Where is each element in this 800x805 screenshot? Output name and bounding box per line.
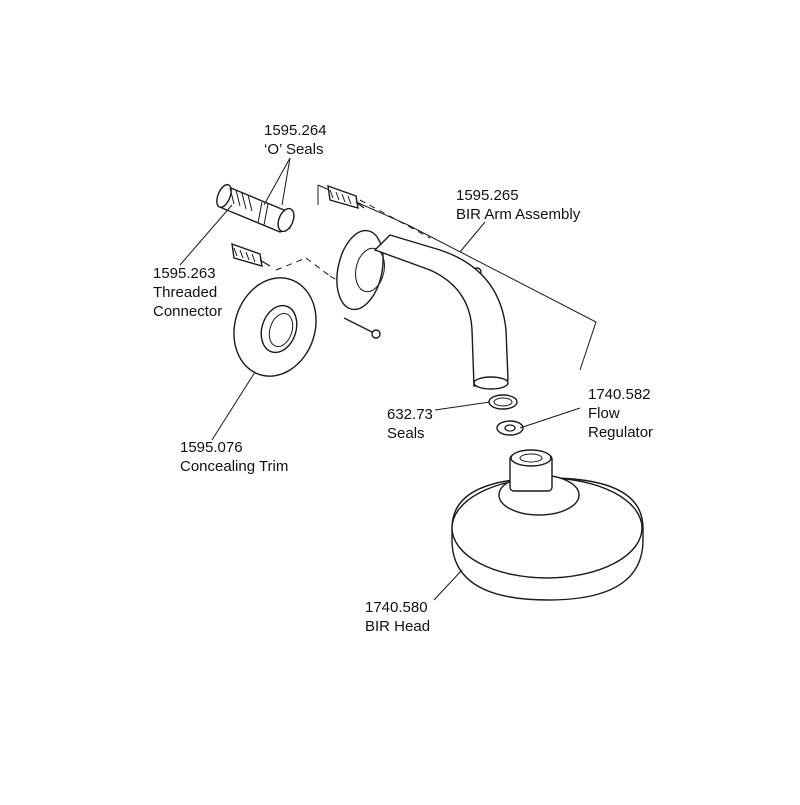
flow-regulator-part [496,420,524,436]
threaded-connector-part [216,183,295,233]
part-number: 1595.076 [180,439,243,456]
part-label-arm-assembly: 1595.265 BIR Arm Assembly [456,186,580,224]
part-label-flow-regulator: 1740.582 Flow Regulator [588,385,653,442]
part-name-line-1: Flow [588,405,620,422]
part-number: 1740.580 [365,599,428,616]
part-name-line-2: Regulator [588,424,654,441]
seal-ring-part [488,394,518,410]
part-label-bir-head: 1740.580 BIR Head [365,598,430,636]
part-number: 1595.264 [264,122,327,139]
part-name-line-1: Threaded [153,284,218,301]
part-label-concealing-trim: 1595.076 Concealing Trim [180,438,288,476]
part-name: ‘O’ Seals [264,141,324,158]
concealing-trim-part [233,277,317,377]
part-label-o-seals: 1595.264 ‘O’ Seals [264,121,327,159]
part-name: BIR Head [365,618,431,635]
part-number: 1595.265 [456,187,519,204]
part-number: 632.73 [387,406,433,423]
part-name: Concealing Trim [180,458,289,475]
arm-assembly-part [336,229,509,390]
part-number: 1740.582 [588,386,651,403]
part-name: BIR Arm Assembly [456,206,581,223]
screw-lower [343,317,381,339]
bir-head-part [451,449,644,601]
part-name-line-2: Connector [153,303,223,320]
part-label-threaded-connector: 1595.263 Threaded Connector [153,264,222,321]
wall-anchor-lower [231,242,271,267]
wall-anchor-upper [327,184,365,209]
part-label-seals: 632.73 Seals [387,405,433,443]
part-number: 1595.263 [153,265,216,282]
leader-lines [179,157,581,601]
part-name: Seals [387,425,425,442]
